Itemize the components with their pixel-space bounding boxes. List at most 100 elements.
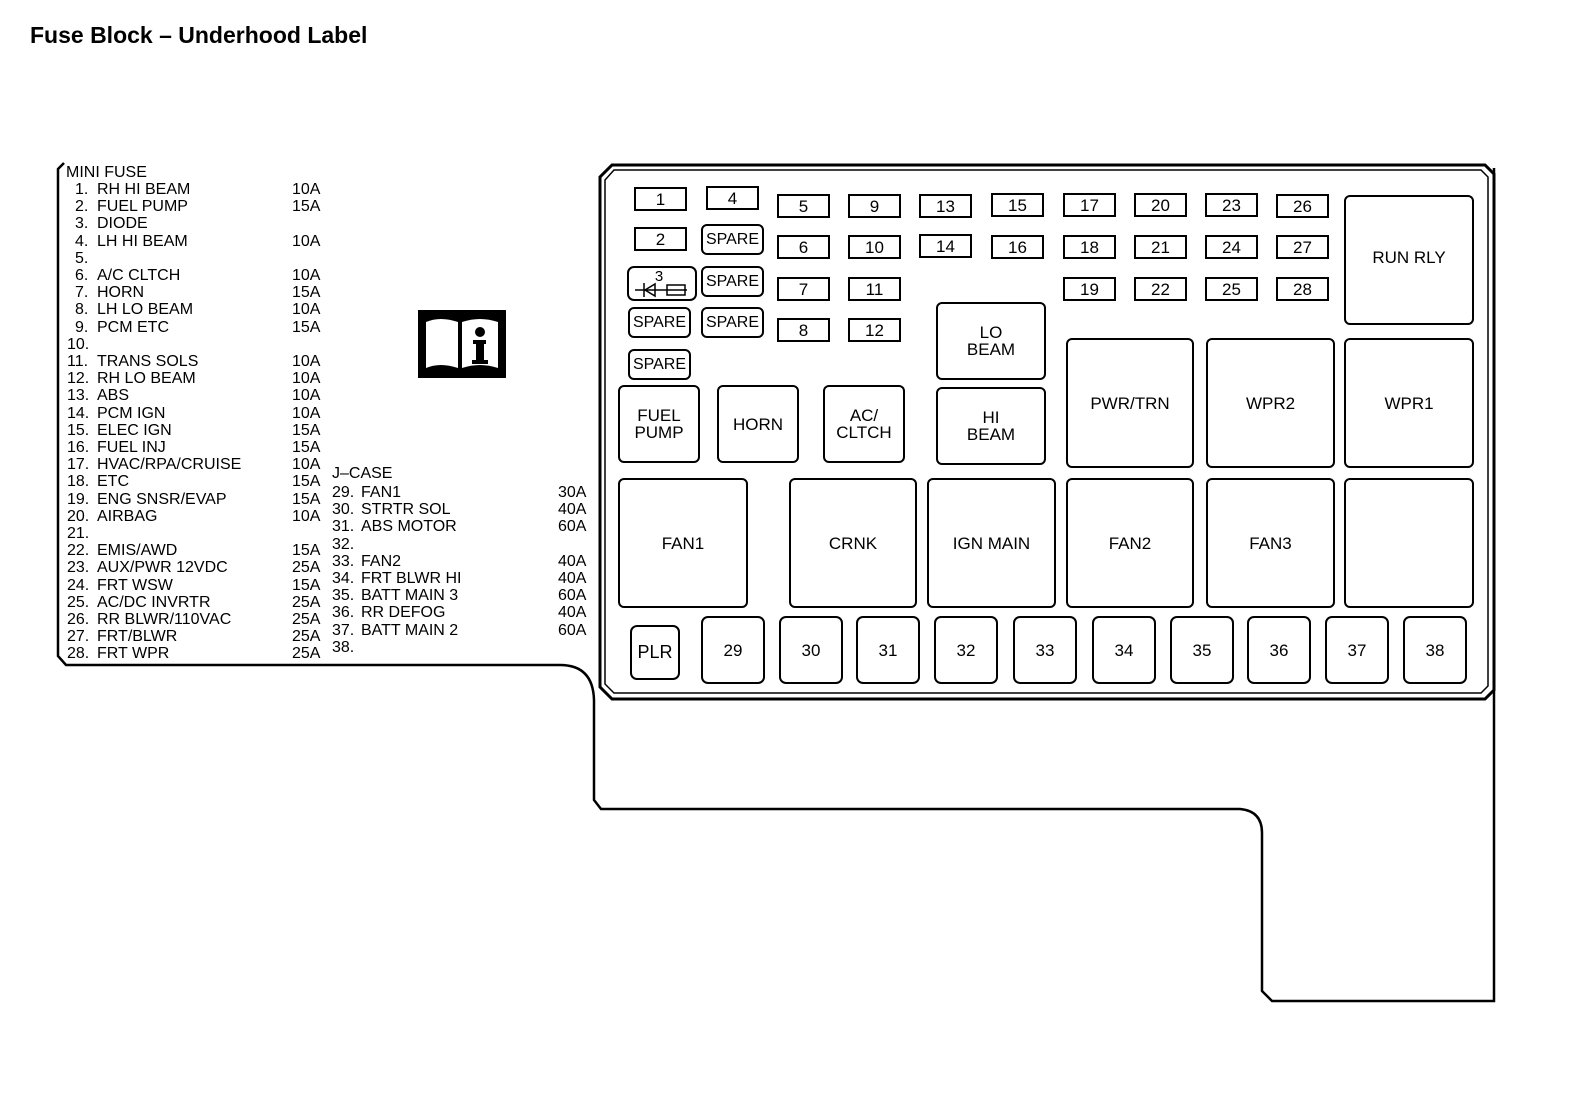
mini-fuse-10: 10 (848, 235, 901, 259)
mini-fuse-26: 26 (1276, 194, 1329, 218)
legend-fuse-amperage: 10A (292, 456, 321, 474)
legend-fuse-number: 28. (67, 645, 90, 663)
legend-fuse-name: RH HI BEAM (97, 181, 191, 198)
legend-fuse-name: FUEL INJ (97, 439, 166, 456)
legend-fuse-amperage: 10A (292, 232, 321, 250)
legend-fuse-number: 23. (67, 559, 90, 577)
legend-fuse-amperage: 10A (292, 507, 321, 525)
legend-row: 38. (332, 639, 354, 656)
legend-fuse-name: FUEL PUMP (97, 198, 188, 216)
mini-fuse-18: 18 (1063, 235, 1116, 259)
legend-fuse-name: LH HI BEAM (97, 232, 188, 250)
relay-wpr1: WPR1 (1344, 338, 1474, 468)
legend-fuse-name: ABS MOTOR (361, 518, 457, 536)
mini-fuse-17: 17 (1063, 193, 1116, 217)
spare-slot: SPARE (701, 307, 764, 338)
legend-row: 5. (67, 250, 88, 267)
mini-fuse-7: 7 (777, 277, 830, 301)
legend-fuse-number: 24. (67, 576, 90, 594)
legend-fuse-name: ELEC IGN (97, 421, 172, 439)
legend-fuse-number: 6. (75, 267, 89, 284)
legend-row: 3.DIODE (67, 215, 148, 232)
jcase-fuse-34: 34 (1092, 616, 1156, 684)
relay-fan3: FAN3 (1206, 478, 1335, 608)
legend-fuse-amperage: 30A (558, 484, 587, 501)
relay-pwr-trn: PWR/TRN (1066, 338, 1194, 468)
mini-fuse-27: 27 (1276, 235, 1329, 259)
legend-fuse-amperage: 25A (292, 559, 321, 577)
relay-ign-main: IGN MAIN (927, 478, 1056, 608)
legend-fuse-amperage: 10A (292, 387, 321, 405)
legend-fuse-number: 7. (75, 284, 89, 302)
mini-fuse-2: 2 (634, 227, 687, 251)
legend-fuse-number: 22. (67, 542, 90, 560)
legend-fuse-amperage: 10A (292, 181, 321, 198)
spare-slot: SPARE (701, 266, 764, 297)
legend-row: 22. EMIS/AWD 15A (67, 542, 320, 559)
diode-slot-label: 3 (655, 268, 663, 285)
legend-fuse-number: 30. (332, 501, 355, 519)
relay-fan2: FAN2 (1066, 478, 1194, 608)
legend-fuse-amperage: 40A (558, 501, 587, 519)
legend-fuse-number: 27. (67, 628, 90, 646)
legend-fuse-number: 21. (67, 525, 90, 542)
legend-fuse-name: PCM IGN (97, 404, 166, 422)
spare-slot: SPARE (701, 224, 764, 255)
mini-fuse-24: 24 (1205, 235, 1258, 259)
mini-fuse-14: 14 (919, 234, 972, 258)
legend-fuse-number: 1. (75, 181, 89, 198)
jcase-fuse-29: 29 (701, 616, 765, 684)
relay-crnk: CRNK (789, 478, 917, 608)
relay-wpr2: WPR2 (1206, 338, 1335, 468)
legend-fuse-name: FRT WSW (97, 576, 173, 594)
legend-fuse-name: LH LO BEAM (97, 301, 194, 319)
relay-run-rly: RUN RLY (1344, 195, 1474, 325)
legend-fuse-name: RH LO BEAM (97, 370, 196, 388)
jcase-fuse-36: 36 (1247, 616, 1311, 684)
mini-fuse-4: 4 (706, 186, 759, 210)
legend-fuse-number: 16. (67, 439, 90, 456)
relay-ac-cltch: AC/ CLTCH (823, 385, 905, 463)
legend-fuse-amperage: 40A (558, 552, 587, 570)
jcase-fuse-31: 31 (856, 616, 920, 684)
legend-fuse-name: EMIS/AWD (97, 542, 178, 560)
legend-fuse-name: FRT BLWR HI (361, 570, 462, 587)
owner-manual-info-icon (418, 310, 506, 378)
legend-fuse-amperage: 15A (292, 542, 321, 560)
legend-fuse-amperage: 15A (292, 473, 321, 491)
jcase-fuse-33: 33 (1013, 616, 1077, 684)
mini-fuse-20: 20 (1134, 193, 1187, 217)
page-title: Fuse Block – Underhood Label (30, 22, 368, 48)
legend-fuse-amperage: 10A (292, 370, 321, 388)
legend-fuse-number: 34. (332, 570, 355, 587)
legend-fuse-amperage: 40A (558, 604, 587, 622)
legend-fuse-amperage: 10A (292, 267, 321, 284)
legend-fuse-number: 9. (75, 318, 89, 336)
legend-fuse-name: HVAC/RPA/CRUISE (97, 456, 242, 474)
legend-fuse-number: 17. (67, 456, 90, 474)
legend-fuse-number: 19. (67, 490, 90, 508)
legend-fuse-number: 36. (332, 604, 355, 622)
legend-fuse-number: 2. (75, 198, 89, 216)
legend-fuse-number: 32. (332, 535, 355, 553)
legend-fuse-amperage: 40A (558, 570, 587, 587)
legend-fuse-name: RR DEFOG (361, 604, 446, 622)
legend-fuse-number: 12. (67, 370, 90, 388)
legend-fuse-number: 35. (332, 587, 355, 605)
legend-fuse-name: AIRBAG (97, 507, 158, 525)
legend-fuse-number: 37. (332, 621, 355, 639)
mini-fuse-6: 6 (777, 235, 830, 259)
mini-fuse-11: 11 (848, 277, 901, 301)
legend-fuse-amperage: 25A (292, 645, 321, 663)
